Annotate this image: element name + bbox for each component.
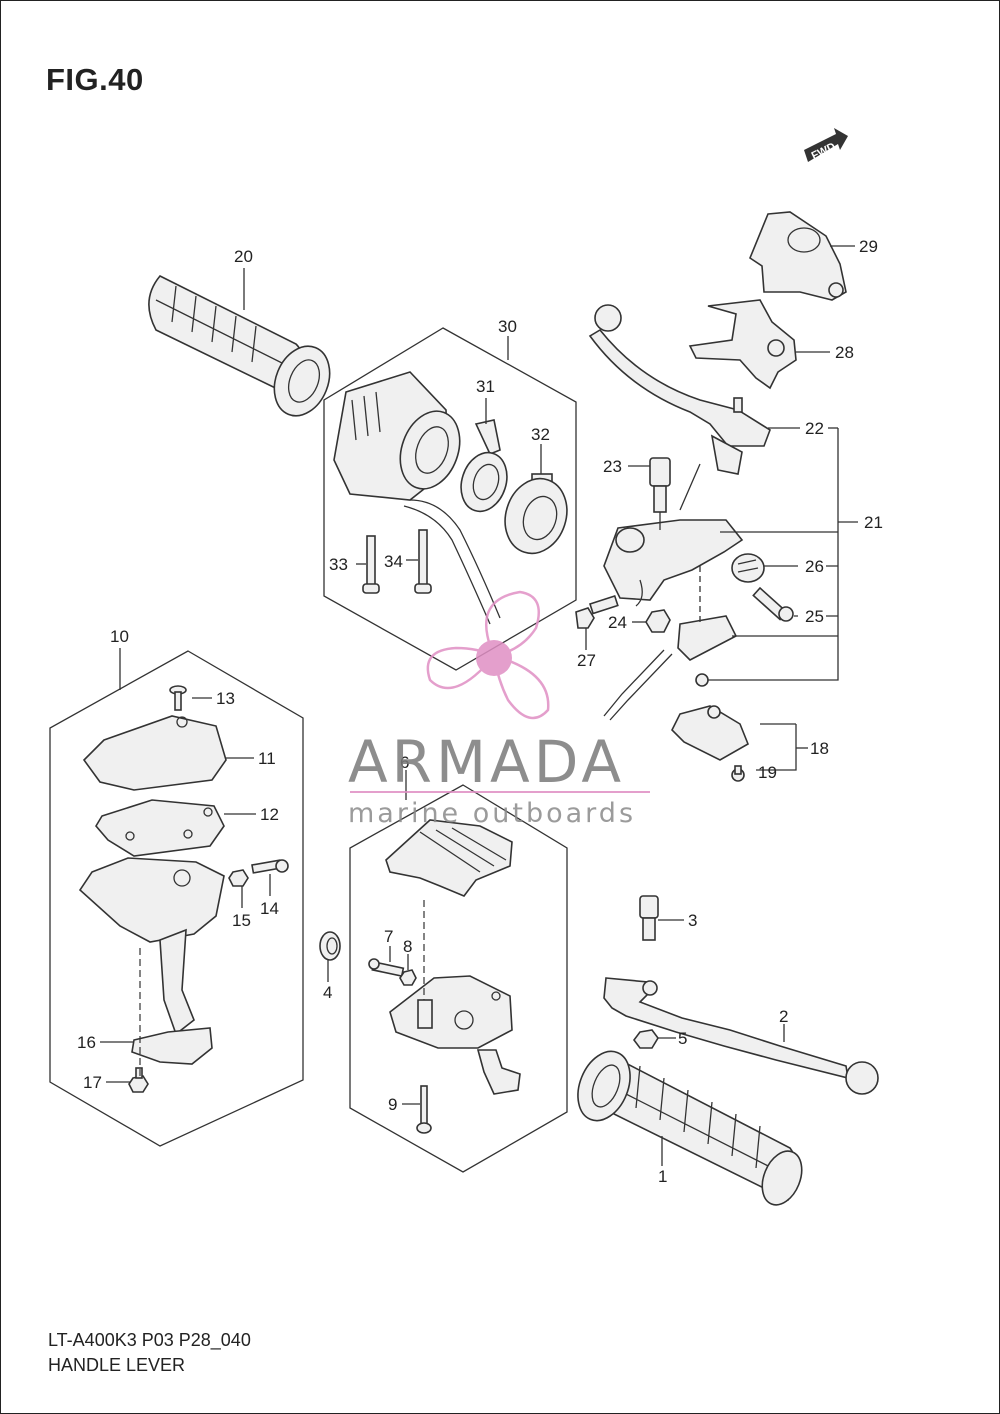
bolt-part-3 bbox=[639, 895, 659, 941]
callout-16: 16 bbox=[77, 1033, 96, 1052]
cover-part-29 bbox=[749, 211, 847, 301]
housing-part-10 bbox=[78, 857, 225, 1036]
collar-part-32 bbox=[504, 473, 568, 555]
callout-17: 17 bbox=[83, 1073, 102, 1092]
bolt-part-17 bbox=[128, 1067, 149, 1093]
callout-26: 26 bbox=[805, 557, 824, 576]
group-box-30 bbox=[323, 327, 577, 671]
group-box-6 bbox=[349, 784, 568, 1173]
callout-10: 10 bbox=[110, 627, 129, 646]
gasket-part-12 bbox=[95, 799, 225, 857]
callout-21: 21 bbox=[864, 513, 883, 532]
cover-part-11 bbox=[82, 715, 227, 791]
lever-part-22 bbox=[588, 304, 771, 475]
callout-1: 1 bbox=[658, 1167, 667, 1186]
callout-13: 13 bbox=[216, 689, 235, 708]
callout-14: 14 bbox=[260, 899, 279, 918]
callout-23: 23 bbox=[603, 457, 622, 476]
watermark-brand: ARMADA bbox=[348, 728, 625, 796]
model-code: LT-A400K3 P03 P28_040 bbox=[48, 1330, 251, 1350]
screw-part-25 bbox=[752, 586, 794, 622]
switch-housing-part-30 bbox=[333, 371, 501, 625]
svg-text:FWD: FWD bbox=[810, 141, 838, 163]
grip-part-20 bbox=[148, 275, 331, 417]
grip-part-1 bbox=[577, 1050, 803, 1206]
callout-25: 25 bbox=[805, 607, 824, 626]
section-title: HANDLE LEVER bbox=[48, 1355, 186, 1375]
group-box-10 bbox=[49, 650, 304, 1147]
screw-part-9 bbox=[416, 1085, 432, 1134]
callout-9: 9 bbox=[388, 1095, 397, 1114]
nut-part-15 bbox=[228, 869, 249, 887]
callout-30: 30 bbox=[498, 317, 517, 336]
callout-22: 22 bbox=[805, 419, 824, 438]
bolt-part-27 bbox=[575, 594, 619, 629]
plate-part-16 bbox=[131, 1027, 213, 1065]
callout-7: 7 bbox=[384, 927, 393, 946]
callout-15: 15 bbox=[232, 911, 251, 930]
nut-part-24 bbox=[645, 609, 671, 633]
nut-part-5 bbox=[633, 1029, 659, 1049]
cover-part-6 bbox=[385, 819, 513, 897]
leader-lines bbox=[100, 245, 858, 1166]
master-cylinder-part-21 bbox=[603, 519, 744, 607]
callout-19: 19 bbox=[758, 763, 777, 782]
throttle-housing bbox=[389, 975, 521, 1095]
callout-5: 5 bbox=[678, 1029, 687, 1048]
callout-labels: 1 2 3 4 5 6 7 8 9 10 11 12 13 14 15 16 1… bbox=[77, 237, 883, 1186]
callout-32: 32 bbox=[531, 425, 550, 444]
screw-part-13 bbox=[169, 685, 187, 711]
callout-33: 33 bbox=[329, 555, 348, 574]
cap-part-26 bbox=[731, 553, 765, 583]
nut-part-8 bbox=[399, 969, 417, 986]
callout-31: 31 bbox=[476, 377, 495, 396]
callout-12: 12 bbox=[260, 805, 279, 824]
screw-part-7 bbox=[368, 958, 405, 978]
ring-part-4 bbox=[319, 931, 341, 961]
callout-29: 29 bbox=[859, 237, 878, 256]
fwd-arrow-icon: FWD bbox=[804, 128, 848, 162]
callout-11: 11 bbox=[258, 749, 276, 768]
screw-part-33 bbox=[362, 535, 380, 594]
lever-part-2 bbox=[603, 977, 879, 1095]
callout-3: 3 bbox=[688, 911, 697, 930]
armada-logo: ARMADA marine outboards bbox=[348, 590, 650, 829]
callout-20: 20 bbox=[234, 247, 253, 266]
callout-2: 2 bbox=[779, 1007, 788, 1026]
switch-part-31 bbox=[460, 419, 508, 513]
switch-part-18 bbox=[671, 705, 750, 761]
figure-title: FIG.40 bbox=[46, 62, 144, 97]
callout-6: 6 bbox=[400, 753, 409, 772]
screw-part-34 bbox=[414, 529, 432, 594]
callout-27: 27 bbox=[577, 651, 596, 670]
screw-part-19 bbox=[731, 765, 745, 782]
callout-28: 28 bbox=[835, 343, 854, 362]
callout-18: 18 bbox=[810, 739, 829, 758]
watermark-tagline: marine outboards bbox=[348, 798, 636, 829]
bracket-part-28 bbox=[688, 299, 797, 390]
brake-switch-cable bbox=[603, 615, 738, 721]
bolt-part-23 bbox=[649, 457, 671, 513]
callout-34: 34 bbox=[384, 552, 403, 571]
screw-part-14 bbox=[251, 859, 289, 874]
callout-8: 8 bbox=[403, 937, 412, 956]
callout-4: 4 bbox=[323, 983, 332, 1002]
callout-24: 24 bbox=[608, 613, 627, 632]
